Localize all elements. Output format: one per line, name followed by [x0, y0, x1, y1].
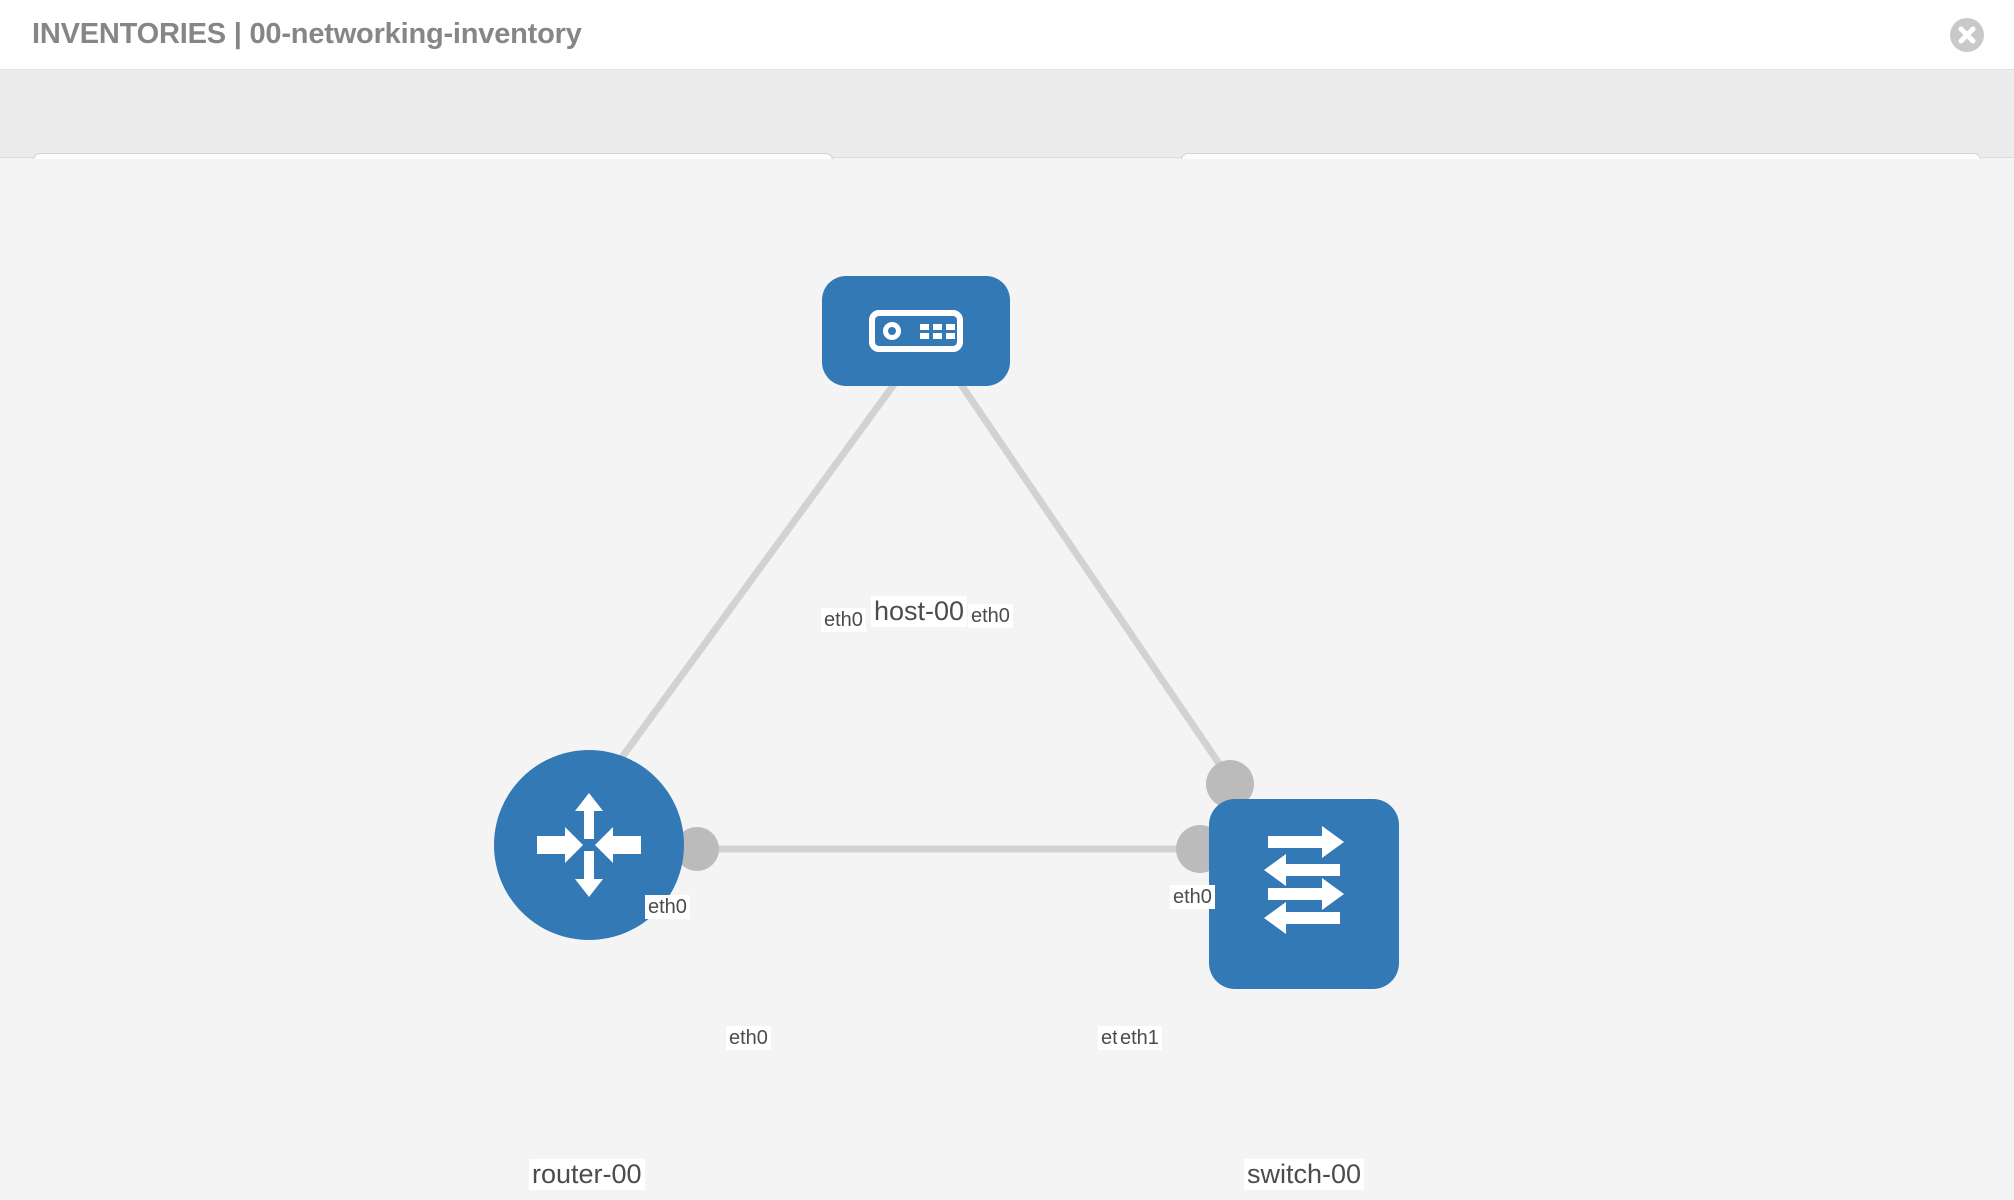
- topology-graph: [494, 276, 1399, 989]
- toolbar: ACTIONS SEARCH: [0, 70, 2014, 205]
- port-label: eth0: [645, 895, 690, 919]
- edge-host-router[interactable]: [609, 380, 898, 774]
- port-label: eth0: [1170, 885, 1215, 909]
- connector-knob: [1206, 760, 1254, 808]
- node-switch-00[interactable]: [1209, 799, 1399, 989]
- port-label: eth0: [821, 608, 866, 632]
- node-name-label: switch-00: [1244, 1159, 1365, 1190]
- edge-host-switch[interactable]: [957, 381, 1236, 786]
- node-name-label: router-00: [529, 1159, 645, 1190]
- port-label: eth0: [968, 604, 1013, 628]
- port-label: eth1: [1117, 1026, 1162, 1050]
- topology-canvas[interactable]: eth0 eth0 eth0 eth0 eth0 eth0 eth1 host-…: [0, 159, 2014, 1200]
- page-header: INVENTORIES | 00-networking-inventory: [0, 0, 2014, 70]
- close-icon[interactable]: [1950, 18, 1984, 52]
- node-host-00[interactable]: [822, 276, 1010, 386]
- node-name-label: host-00: [871, 596, 968, 627]
- port-label: eth0: [726, 1026, 771, 1050]
- connector-knob: [675, 827, 719, 871]
- page-title: INVENTORIES | 00-networking-inventory: [32, 18, 582, 50]
- node-router-00[interactable]: [494, 750, 684, 940]
